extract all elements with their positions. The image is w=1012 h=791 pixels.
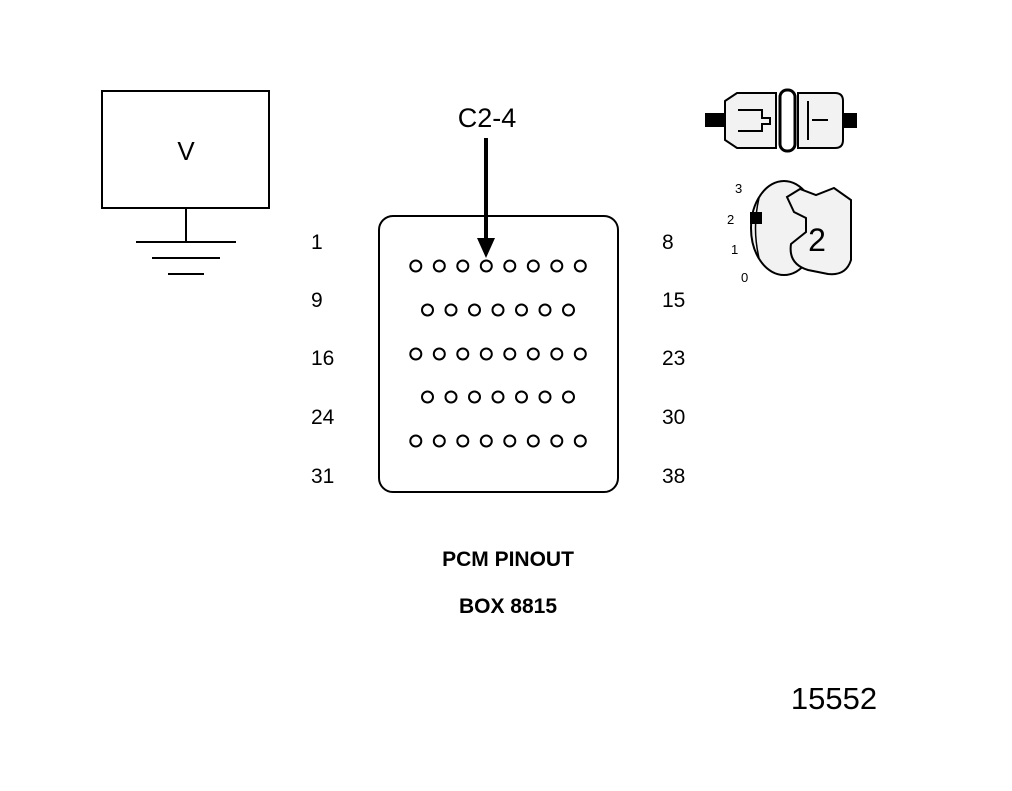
pin-hole: [550, 434, 564, 448]
voltmeter-symbol: V: [101, 90, 270, 275]
ignition-key-icon: 3 2 1 0 2: [727, 180, 852, 285]
pin-hole: [562, 303, 575, 317]
pin-hole: [456, 434, 470, 448]
caption-line-2: BOX 8815: [459, 595, 557, 618]
connector-callout-label: C2-4: [458, 103, 517, 133]
pin-hole: [503, 259, 517, 273]
pin-hole: [432, 434, 446, 448]
pin-hole: [421, 303, 434, 317]
pin-hole: [456, 259, 470, 273]
pin-hole: [444, 390, 458, 404]
pin-hole: [491, 390, 505, 404]
pin-hole: [526, 434, 540, 448]
key-position-label: 3: [735, 181, 742, 196]
pin-hole: [503, 347, 517, 361]
pin-hole: [491, 303, 505, 317]
pin-hole: [432, 347, 446, 361]
pin-hole: [550, 347, 564, 361]
disconnected-connector-icon: [705, 88, 857, 153]
voltmeter-label: V: [177, 136, 195, 166]
pin-hole: [479, 434, 493, 448]
pin-hole: [515, 303, 528, 317]
pin-label-left: 1: [311, 231, 323, 254]
pin-hole: [573, 347, 587, 361]
right-pin-labels: 8 15 23 30 38: [662, 231, 685, 488]
connector-body: [378, 215, 619, 493]
pin-label-left: 31: [311, 465, 334, 488]
pin-label-left: 24: [311, 406, 335, 429]
key-position-label: 1: [731, 242, 738, 257]
pin-hole: [456, 347, 470, 361]
pin-label-right: 30: [662, 406, 685, 429]
left-pin-labels: 1 9 16 24 31: [311, 231, 335, 488]
pin-hole: [479, 259, 493, 273]
pin-hole: [432, 259, 446, 273]
pin-hole: [538, 390, 552, 404]
caption-line-1: PCM PINOUT: [442, 548, 574, 571]
pin-label-left: 16: [311, 347, 334, 370]
pin-hole: [573, 259, 587, 273]
pin-hole: [479, 347, 493, 361]
pin-label-right: 38: [662, 465, 685, 488]
pin-hole: [562, 390, 575, 404]
key-position-label: 0: [741, 270, 748, 285]
pin-hole: [573, 434, 587, 448]
key-selected-position: 2: [808, 222, 826, 258]
pin-hole: [515, 390, 528, 404]
pin-hole: [503, 434, 517, 448]
pin-label-right: 8: [662, 231, 674, 254]
pin-label-right: 15: [662, 289, 685, 312]
callout-arrow: [477, 138, 495, 258]
pin-hole: [526, 259, 540, 273]
pin-hole: [550, 259, 564, 273]
pin-hole: [409, 259, 423, 273]
figure-number: 15552: [791, 681, 877, 716]
pin-hole: [444, 303, 458, 317]
pin-hole: [409, 434, 423, 448]
pin-hole: [468, 390, 481, 404]
pin-grid: [409, 259, 587, 448]
key-position-label: 2: [727, 212, 734, 227]
pin-hole: [526, 347, 540, 361]
pin-hole: [409, 347, 423, 361]
pin-hole: [538, 303, 552, 317]
pin-label-right: 23: [662, 347, 685, 370]
ground-icon: [136, 241, 236, 275]
pin-label-left: 9: [311, 289, 323, 312]
pin-hole: [421, 390, 434, 404]
pin-hole: [468, 303, 481, 317]
